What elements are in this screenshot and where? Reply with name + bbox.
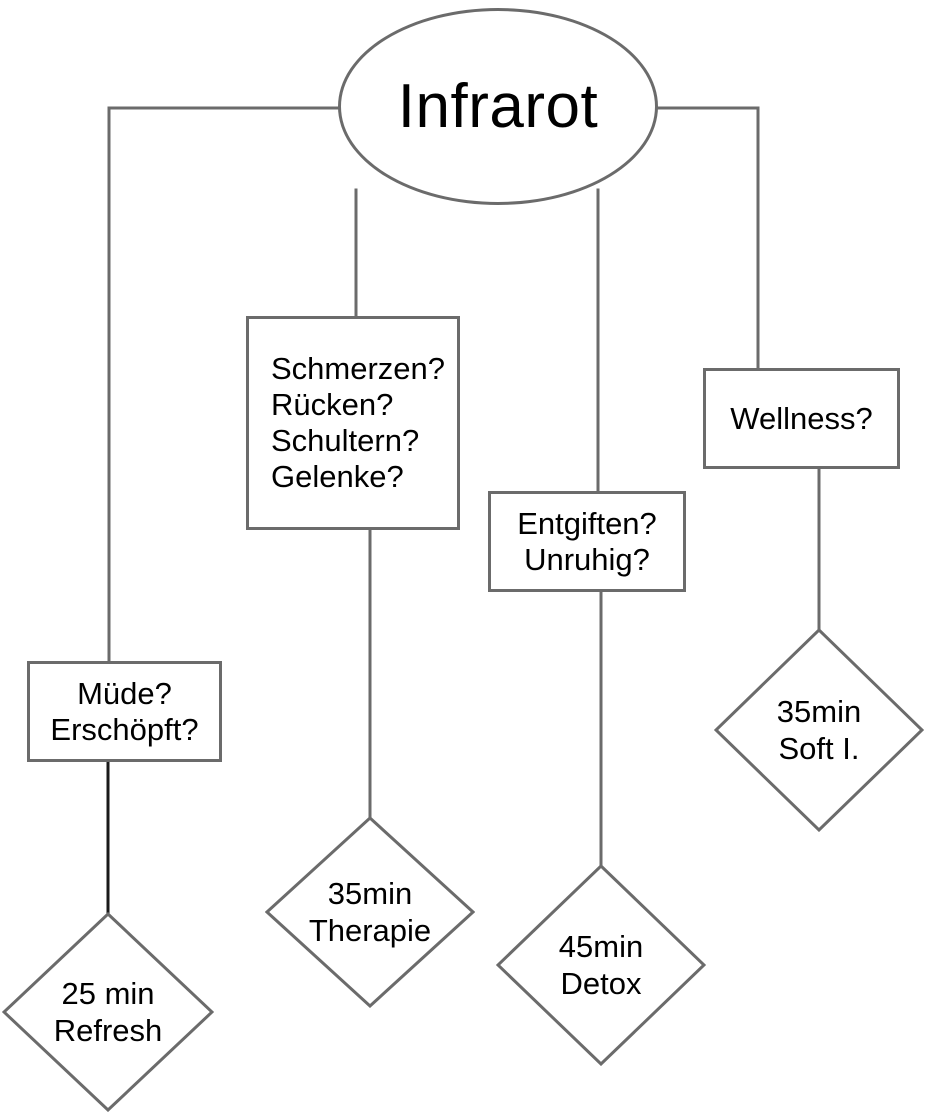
node-outcome-therapie[interactable]: 35min Therapie	[265, 816, 475, 1008]
condition-wellness-line-1: Wellness?	[730, 400, 873, 436]
node-condition-pain[interactable]: Schmerzen? Rücken? Schultern? Gelenke?	[246, 316, 460, 530]
outcome-therapie-line-1: 35min	[327, 875, 413, 911]
diamond-shape-refresh	[2, 912, 214, 1112]
condition-tired-line-1: Müde?	[77, 675, 172, 711]
node-condition-detox[interactable]: Entgiften? Unruhig?	[488, 491, 686, 592]
connector-root-to-wellness	[656, 106, 760, 370]
condition-detox-line-2: Unruhig?	[524, 541, 650, 577]
node-outcome-soft[interactable]: 35min Soft I.	[714, 628, 924, 832]
outcome-therapie-line-2: Therapie	[308, 913, 432, 948]
root-label: Infrarot	[397, 71, 599, 141]
diamond-shape-soft	[714, 628, 924, 832]
node-condition-tired[interactable]: Müde? Erschöpft?	[27, 661, 222, 762]
condition-pain-line-3: Schultern?	[271, 423, 420, 458]
condition-tired-line-2: Erschöpft?	[50, 711, 199, 747]
condition-pain-line-4: Gelenke?	[271, 458, 404, 494]
node-root-infrarot[interactable]: Infrarot	[338, 8, 658, 205]
outcome-refresh-line-2: Refresh	[53, 1013, 163, 1048]
diamond-shape-therapie	[265, 816, 475, 1008]
condition-pain-line-1: Schmerzen?	[271, 351, 446, 387]
node-outcome-detox[interactable]: 45min Detox	[496, 864, 706, 1066]
outcome-soft-line-2: Soft I.	[778, 731, 860, 766]
node-outcome-refresh[interactable]: 25 min Refresh	[2, 912, 214, 1112]
condition-pain-line-2: Rücken?	[271, 387, 394, 423]
outcome-detox-line-2: Detox	[560, 966, 642, 1001]
outcome-soft-line-1: 35min	[776, 693, 862, 729]
outcome-detox-line-1: 45min	[558, 928, 644, 964]
connector-root-to-tired	[107, 106, 340, 663]
condition-detox-line-1: Entgiften?	[517, 505, 657, 541]
node-condition-wellness[interactable]: Wellness?	[703, 368, 900, 469]
diamond-shape-detox	[496, 864, 706, 1066]
outcome-refresh-line-1: 25 min	[61, 975, 155, 1011]
